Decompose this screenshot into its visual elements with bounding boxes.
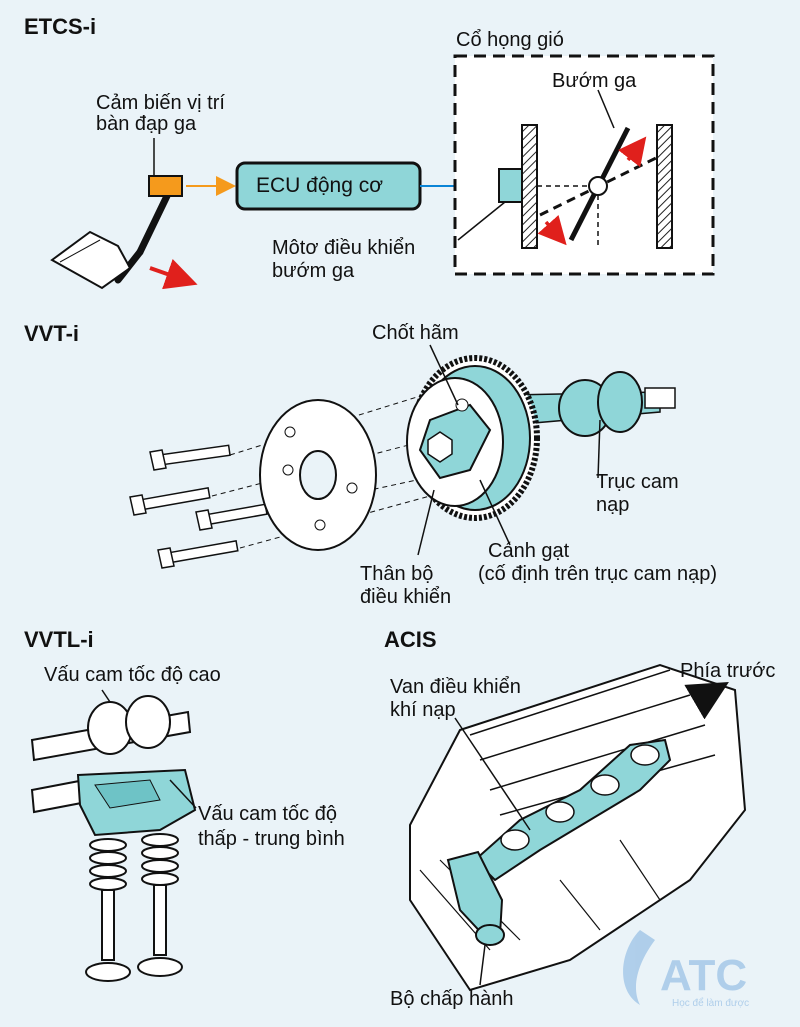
intake-cam-label-1: Trục cam bbox=[596, 471, 679, 493]
logo-flame-icon bbox=[623, 930, 655, 1005]
pedal-sensor-label-2: bàn đạp ga bbox=[96, 113, 197, 135]
intake-cam-label-2: nạp bbox=[596, 494, 630, 516]
acis-section bbox=[409, 663, 747, 992]
logo-text: ATC bbox=[660, 951, 747, 1000]
vane-label-2: (cố định trên trục cam nạp) bbox=[478, 563, 717, 585]
lock-pin-label: Chốt hãm bbox=[372, 322, 459, 344]
throttle-wall-left bbox=[521, 124, 538, 249]
low-cam-label-2: thấp - trung bình bbox=[198, 828, 345, 850]
front-direction-arrow bbox=[684, 681, 729, 720]
etcs-section bbox=[50, 54, 715, 290]
throttle-body-label: Cổ họng gió bbox=[456, 29, 564, 51]
bolts bbox=[129, 444, 268, 569]
front-label: Phía trước bbox=[680, 660, 776, 682]
intake-valve-label-1: Van điều khiển bbox=[390, 676, 521, 698]
high-speed-cam-lobe bbox=[87, 701, 133, 755]
pedal-sensor-box bbox=[148, 175, 183, 197]
vvt-title: VVT-i bbox=[24, 321, 80, 346]
intake-valve-label-2: khí nạp bbox=[390, 699, 456, 721]
logo-tagline: Học để làm được bbox=[672, 997, 749, 1009]
valve-springs bbox=[85, 833, 183, 982]
actuator-label: Bộ chấp hành bbox=[390, 988, 514, 1010]
pedal-red-arrow bbox=[149, 258, 198, 290]
pedal-sensor-label-1: Cảm biến vị trí bbox=[96, 92, 225, 114]
atc-logo: ATC Học để làm được bbox=[623, 930, 749, 1009]
housing-label-2: điều khiển bbox=[360, 586, 452, 608]
high-cam-label: Vấu cam tốc độ cao bbox=[44, 664, 221, 686]
etcs-title: ETCS-i bbox=[24, 14, 97, 39]
acis-title: ACIS bbox=[384, 627, 437, 652]
throttle-valve-label: Bướm ga bbox=[552, 70, 637, 92]
vvtl-title: VVTL-i bbox=[24, 627, 94, 652]
housing-label-1: Thân bộ bbox=[360, 563, 434, 585]
throttle-motor bbox=[498, 168, 523, 203]
vvt-section bbox=[129, 344, 676, 569]
low-cam-label-1: Vấu cam tốc độ bbox=[198, 803, 337, 825]
motor-label-1: Môtơ điều khiển bbox=[272, 237, 416, 259]
vvtl-section bbox=[30, 689, 197, 982]
accelerator-pedal bbox=[50, 192, 171, 290]
camshaft bbox=[509, 371, 676, 437]
vane-label-1: Cánh gạt bbox=[488, 540, 570, 562]
throttle-wall-right bbox=[656, 124, 673, 249]
motor-label-2: bướm ga bbox=[272, 260, 355, 282]
ecu-label: ECU động cơ bbox=[256, 174, 383, 197]
